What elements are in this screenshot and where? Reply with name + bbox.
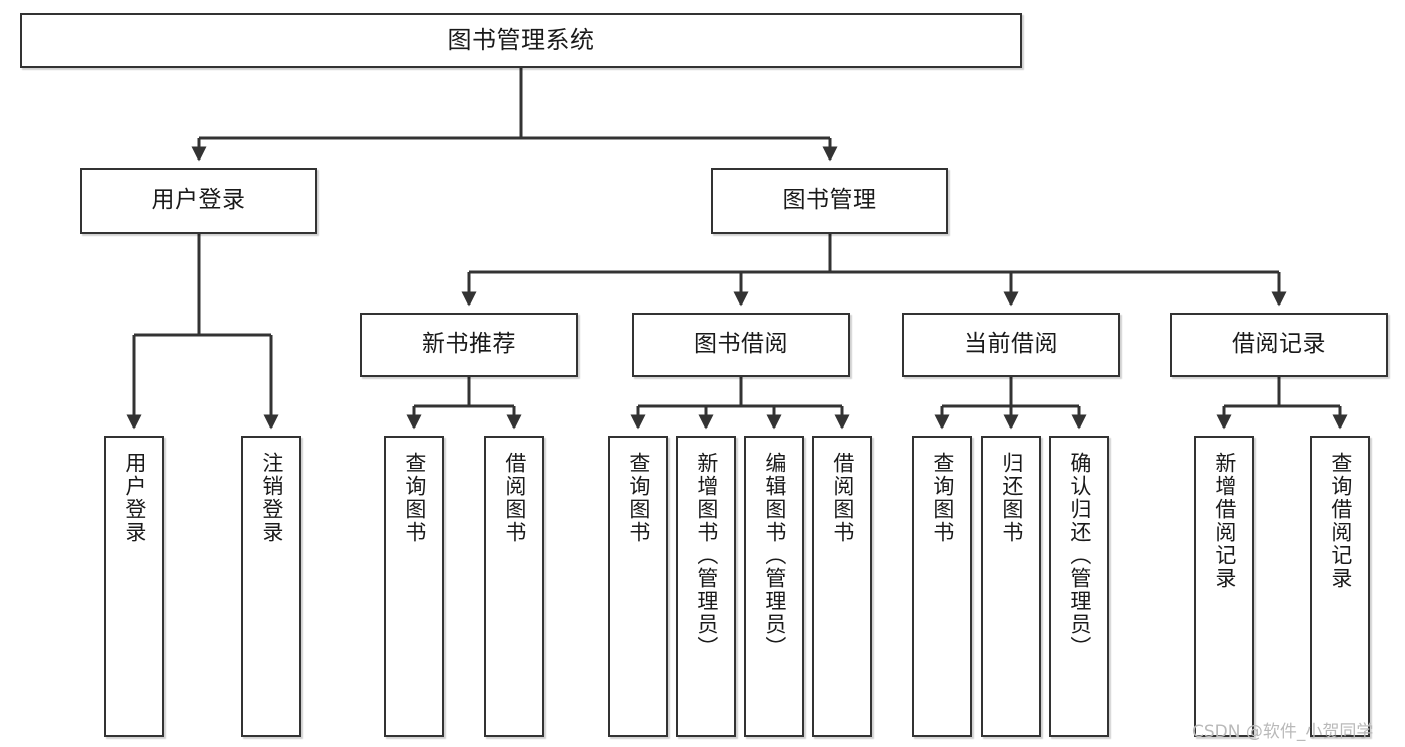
leaf-user-login-login[interactable]: 用户登录 <box>104 436 164 737</box>
leaf-label: 确认归还（管理员） <box>1067 452 1092 659</box>
leaf-label: 查询图书 <box>930 452 955 544</box>
leaf-borrow-record-query[interactable]: 查询借阅记录 <box>1310 436 1370 737</box>
node-current-borrow[interactable]: 当前借阅 <box>902 313 1120 377</box>
leaf-label: 查询图书 <box>626 452 651 544</box>
leaf-label: 用户登录 <box>122 452 147 544</box>
leaf-current-borrow-query[interactable]: 查询图书 <box>912 436 972 737</box>
leaf-label: 新增借阅记录 <box>1212 452 1237 590</box>
node-book-borrow-label: 图书借阅 <box>694 331 788 358</box>
node-book-manage[interactable]: 图书管理 <box>711 168 948 234</box>
node-new-book-recommend-label: 新书推荐 <box>422 331 516 358</box>
node-borrow-record-label: 借阅记录 <box>1232 331 1326 358</box>
node-current-borrow-label: 当前借阅 <box>964 331 1058 358</box>
leaf-label: 注销登录 <box>259 452 284 544</box>
node-book-manage-label: 图书管理 <box>782 187 877 214</box>
leaf-book-borrow-add[interactable]: 新增图书（管理员） <box>676 436 736 737</box>
leaf-label: 编辑图书（管理员） <box>762 452 787 659</box>
leaf-label: 借阅图书 <box>830 452 855 544</box>
leaf-label: 借阅图书 <box>502 452 527 544</box>
leaf-borrow-record-add[interactable]: 新增借阅记录 <box>1194 436 1254 737</box>
leaf-current-borrow-return[interactable]: 归还图书 <box>981 436 1041 737</box>
leaf-label: 查询借阅记录 <box>1328 452 1353 590</box>
node-user-login[interactable]: 用户登录 <box>80 168 317 234</box>
leaf-current-borrow-confirm[interactable]: 确认归还（管理员） <box>1049 436 1109 737</box>
node-borrow-record[interactable]: 借阅记录 <box>1170 313 1388 377</box>
node-root[interactable]: 图书管理系统 <box>20 13 1022 68</box>
node-user-login-label: 用户登录 <box>151 187 246 214</box>
leaf-book-borrow-edit[interactable]: 编辑图书（管理员） <box>744 436 804 737</box>
node-new-book-recommend[interactable]: 新书推荐 <box>360 313 578 377</box>
leaf-book-borrow-borrow[interactable]: 借阅图书 <box>812 436 872 737</box>
leaf-new-book-query[interactable]: 查询图书 <box>384 436 444 737</box>
leaf-new-book-borrow[interactable]: 借阅图书 <box>484 436 544 737</box>
node-root-label: 图书管理系统 <box>447 26 595 55</box>
leaf-book-borrow-query[interactable]: 查询图书 <box>608 436 668 737</box>
leaf-label: 查询图书 <box>402 452 427 544</box>
leaf-label: 新增图书（管理员） <box>694 452 719 659</box>
leaf-label: 归还图书 <box>999 452 1024 544</box>
leaf-user-login-logout[interactable]: 注销登录 <box>241 436 301 737</box>
node-book-borrow[interactable]: 图书借阅 <box>632 313 850 377</box>
